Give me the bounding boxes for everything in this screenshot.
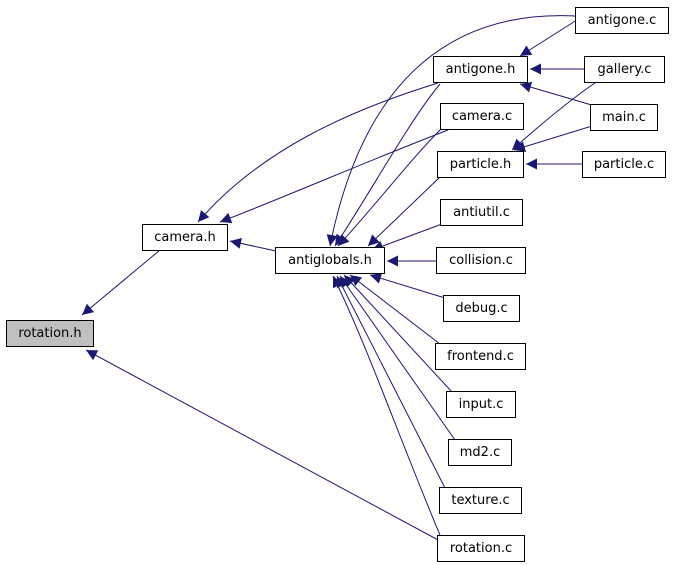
node-rotation-h: rotation.h <box>6 320 94 347</box>
edge-rotation-c-to-antiglobals-h <box>332 275 441 536</box>
edge-camera-h-to-rotation-h <box>81 249 161 316</box>
node-particle-c[interactable]: particle.c <box>582 151 666 178</box>
edge-gallery-c-to-particle-h <box>511 82 596 151</box>
edge-md2-c-to-antiglobals-h <box>339 275 456 441</box>
edge-antigone-h-to-antiglobals-h <box>334 83 441 247</box>
edge-antiutil-c-to-antiglobals-h <box>371 223 443 252</box>
node-collision-c[interactable]: collision.c <box>436 247 526 274</box>
node-antiutil-c[interactable]: antiutil.c <box>440 199 523 226</box>
edge-input-c-to-antiglobals-h <box>343 274 453 393</box>
edge-texture-c-to-antiglobals-h <box>336 275 446 489</box>
edge-antiglobals-h-to-camera-h <box>229 237 277 252</box>
node-antigone-c[interactable]: antigone.c <box>575 7 669 34</box>
edge-camera-c-to-camera-h <box>219 129 449 224</box>
edge-debug-c-to-antiglobals-h <box>369 272 446 299</box>
node-antiglobals-h[interactable]: antiglobals.h <box>275 247 385 274</box>
node-gallery-c[interactable]: gallery.c <box>584 56 665 83</box>
edge-camera-c-to-antiglobals-h <box>337 127 443 247</box>
edge-layer <box>81 15 596 542</box>
edge-particle-h-to-antiglobals-h <box>367 176 441 247</box>
edge-main-c-to-particle-h <box>513 125 593 153</box>
node-texture-c[interactable]: texture.c <box>439 487 522 514</box>
node-antigone-h[interactable]: antigone.h <box>433 56 528 83</box>
node-frontend-c[interactable]: frontend.c <box>435 343 526 370</box>
edge-main-c-to-antigone-h <box>519 81 596 107</box>
node-input-c[interactable]: input.c <box>446 391 516 418</box>
node-camera-h[interactable]: camera.h <box>142 224 228 251</box>
node-particle-h[interactable]: particle.h <box>437 151 524 178</box>
edge-antigone-c-to-antiglobals-h <box>326 15 577 247</box>
node-rotation-c[interactable]: rotation.c <box>437 535 525 562</box>
node-md2-c[interactable]: md2.c <box>448 439 512 466</box>
edge-antigone-h-to-camera-h <box>197 82 439 223</box>
edge-frontend-c-to-antiglobals-h <box>349 274 441 345</box>
node-debug-c[interactable]: debug.c <box>443 295 520 322</box>
node-main-c[interactable]: main.c <box>590 104 658 131</box>
edge-antigone-c-to-antigone-h <box>519 17 581 57</box>
edge-rotation-c-to-rotation-h <box>85 349 441 542</box>
node-camera-c[interactable]: camera.c <box>440 103 524 130</box>
